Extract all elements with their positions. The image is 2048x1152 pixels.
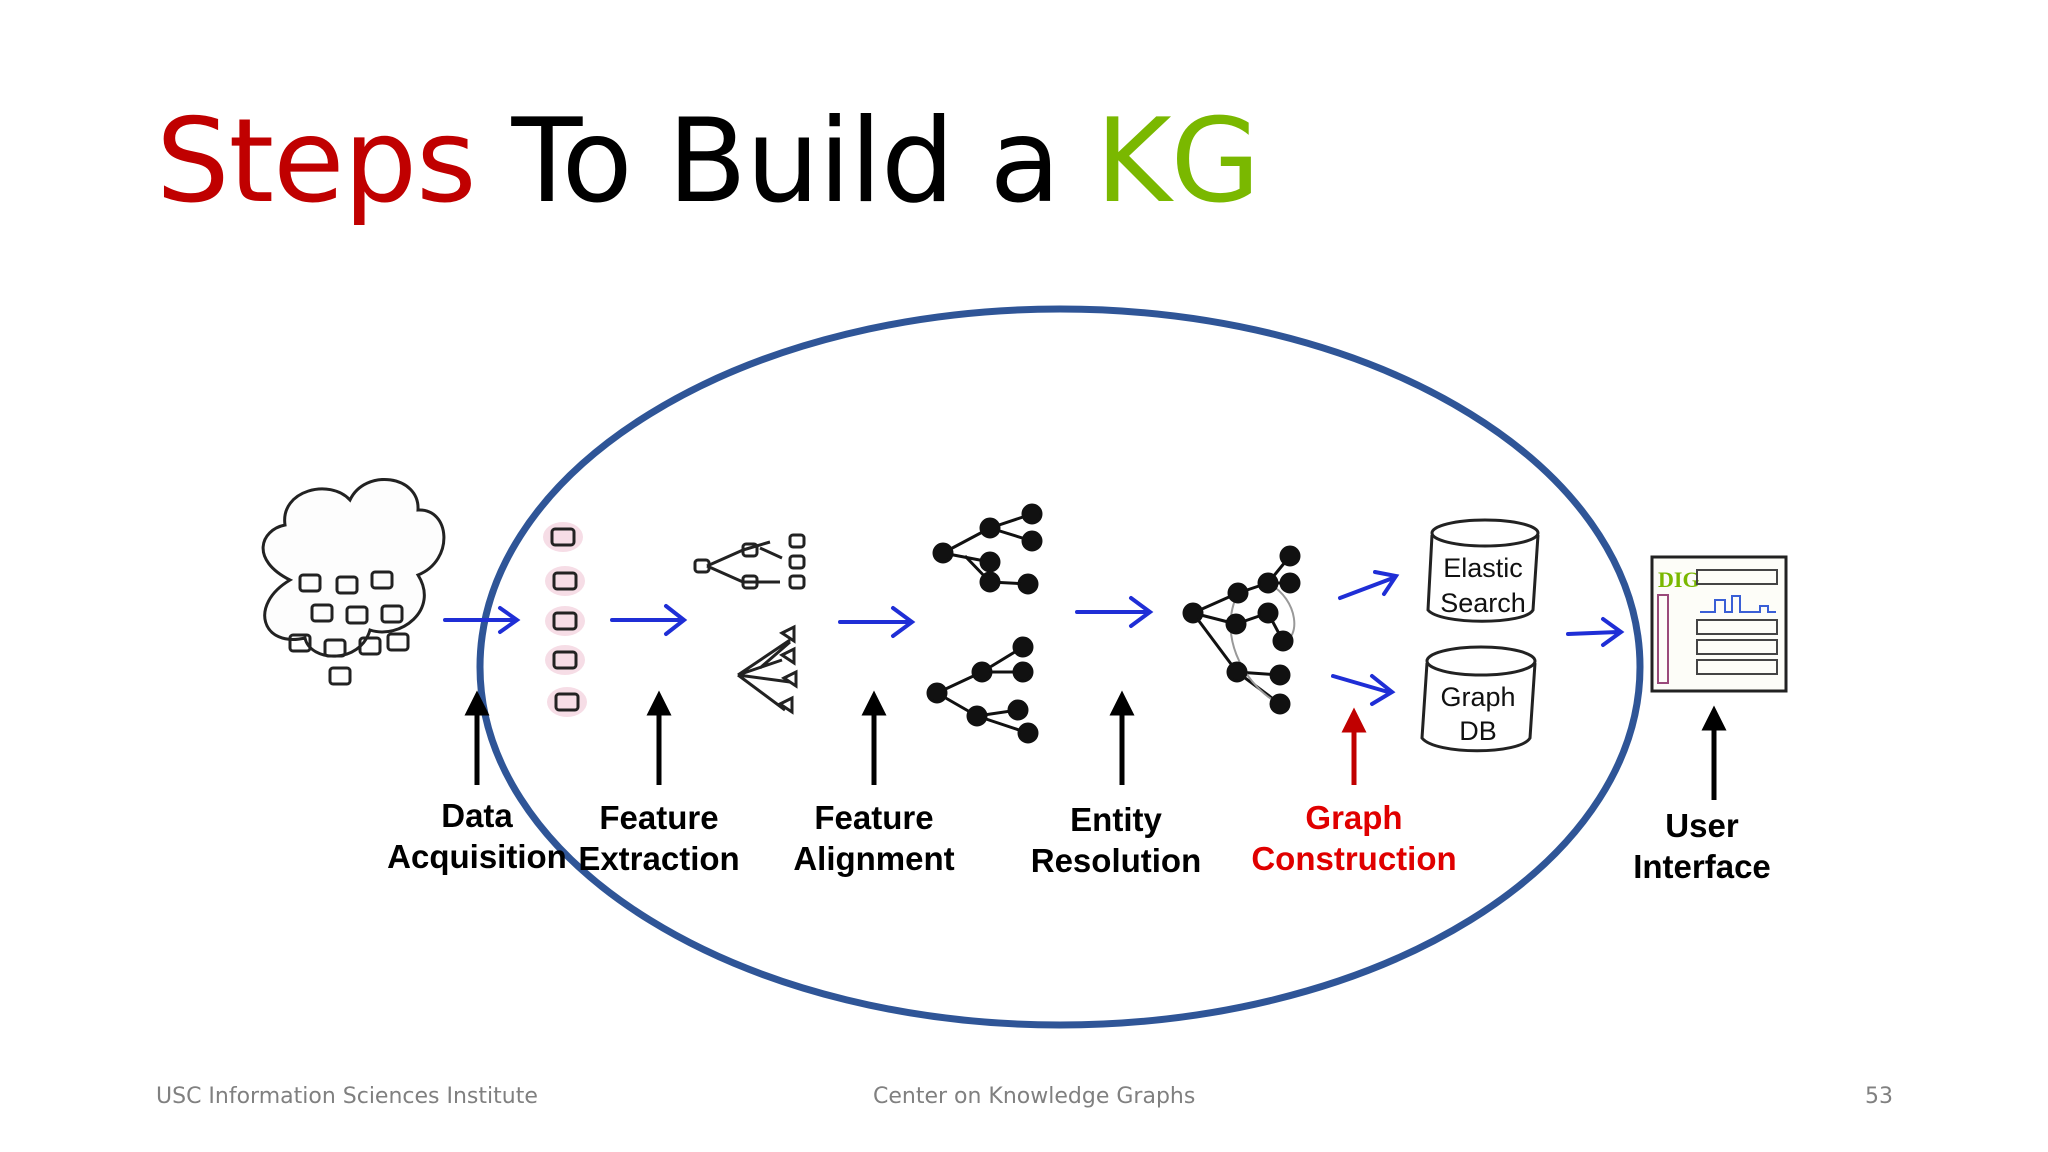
flow-arrow bbox=[1338, 570, 1400, 600]
title-word-steps: Steps bbox=[156, 94, 477, 229]
stage-feature-extraction-line1: Feature bbox=[599, 799, 718, 836]
stage-entity-resolution-line2: Resolution bbox=[1031, 842, 1202, 879]
slide-title: Steps To Build a KG bbox=[156, 92, 1260, 231]
pipeline-ellipse bbox=[476, 305, 1644, 1029]
footer-institute: USC Information Sciences Institute bbox=[156, 1084, 538, 1109]
graph-db-label-line2: DB bbox=[1459, 716, 1497, 746]
flow-arrows bbox=[443, 570, 1625, 706]
page-number: 53 bbox=[1865, 1084, 1893, 1109]
aligned-tree-top-icon bbox=[932, 503, 1043, 595]
stage-labels: Data Acquisition Feature Extraction Feat… bbox=[387, 797, 1771, 885]
elastic-search-label-line1: Elastic bbox=[1443, 553, 1523, 583]
feature-tree-icon bbox=[693, 533, 806, 590]
stage-feature-alignment-line1: Feature bbox=[814, 799, 933, 836]
graph-db-label-line1: Graph bbox=[1440, 682, 1515, 712]
stage-user-interface-line1: User bbox=[1665, 807, 1739, 844]
flow-arrow bbox=[1075, 596, 1154, 628]
stage-user-interface-line2: Interface bbox=[1633, 848, 1771, 885]
flow-arrow bbox=[838, 606, 916, 638]
stage-entity-resolution-line1: Entity bbox=[1070, 801, 1162, 838]
data-sources-cloud-icon bbox=[261, 478, 446, 686]
flow-arrow bbox=[610, 604, 688, 636]
stage-pointer-arrows bbox=[464, 690, 1727, 800]
elastic-search-db-icon: Elastic Search bbox=[1426, 518, 1540, 623]
stage-feature-extraction-line2: Extraction bbox=[578, 840, 739, 877]
title-middle: To Build a bbox=[511, 94, 1060, 229]
merged-graph-icon bbox=[1182, 545, 1301, 715]
elastic-search-label-line2: Search bbox=[1440, 588, 1526, 618]
flow-arrow bbox=[443, 606, 521, 634]
document-column-icon bbox=[543, 522, 587, 717]
triangle-tree-icon bbox=[737, 624, 798, 715]
graph-db-icon: Graph DB bbox=[1420, 645, 1537, 753]
footer-center: Center on Knowledge Graphs bbox=[873, 1084, 1196, 1109]
flow-arrow bbox=[1331, 674, 1396, 706]
stage-data-acquisition-line1: Data bbox=[441, 797, 513, 834]
aligned-tree-bottom-icon bbox=[926, 636, 1039, 744]
stage-feature-alignment-line2: Alignment bbox=[793, 840, 954, 877]
title-word-kg: KG bbox=[1095, 94, 1260, 229]
flow-arrow bbox=[1566, 617, 1625, 647]
stage-graph-construction-line1: Graph bbox=[1305, 799, 1402, 836]
dig-user-interface-icon: DIG bbox=[1650, 555, 1788, 693]
stage-graph-construction-line2: Construction bbox=[1251, 840, 1456, 877]
dig-logo: DIG bbox=[1658, 567, 1700, 592]
stage-data-acquisition-line2: Acquisition bbox=[387, 838, 567, 875]
